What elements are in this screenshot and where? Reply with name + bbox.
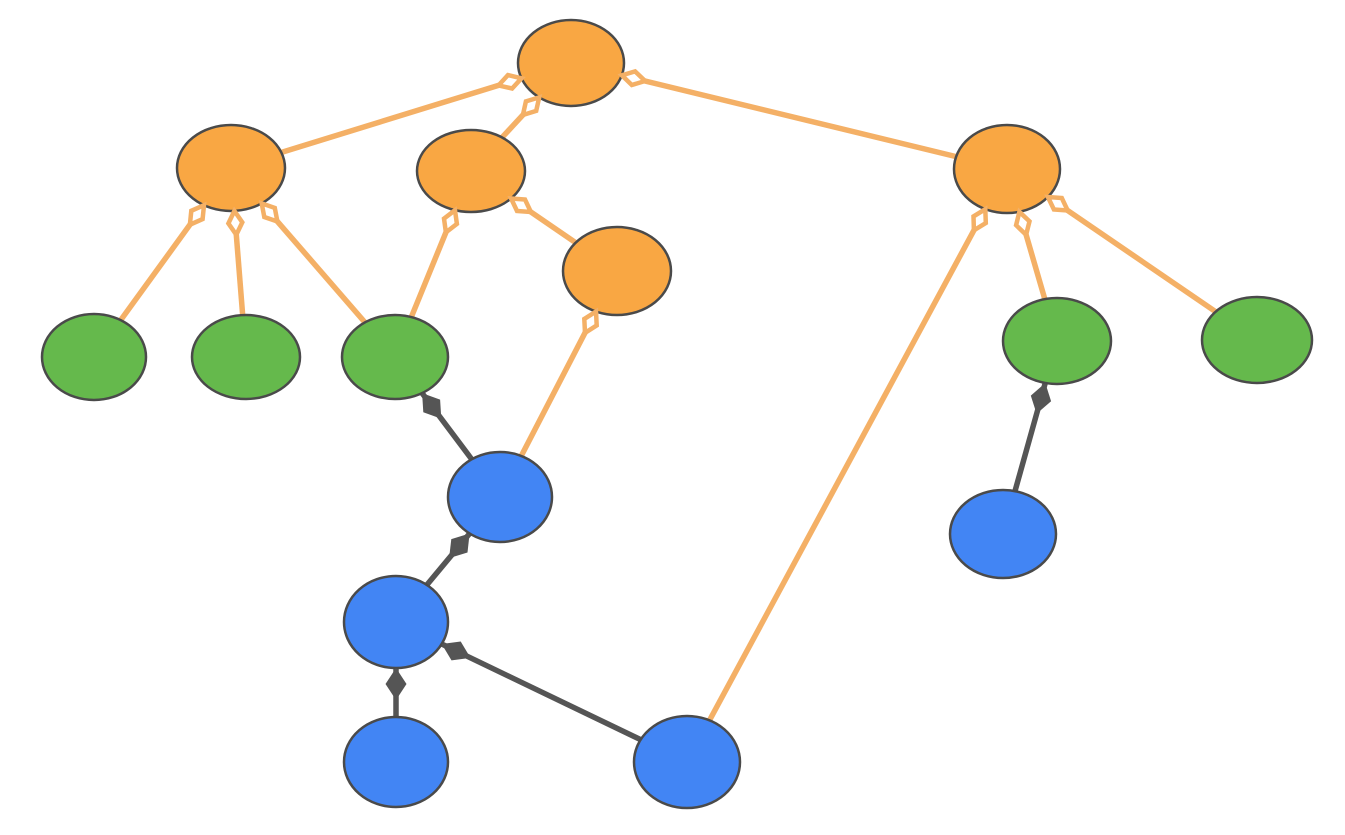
markers-layer bbox=[187, 68, 1072, 700]
graph-node-b1[interactable] bbox=[446, 450, 554, 544]
graph-node-b2[interactable] bbox=[342, 574, 450, 670]
open-diamond-marker-e10 bbox=[971, 205, 989, 235]
graph-node-g2[interactable] bbox=[190, 313, 302, 401]
open-diamond-marker-e5 bbox=[225, 206, 245, 240]
open-diamond-marker-e4 bbox=[187, 201, 207, 229]
filled-diamond-marker-e17 bbox=[1030, 383, 1052, 414]
graph-node-g4[interactable] bbox=[1001, 296, 1113, 386]
graph-node-o2[interactable] bbox=[175, 123, 287, 213]
open-diamond-marker-e6 bbox=[258, 200, 281, 225]
graph-node-b3[interactable] bbox=[342, 715, 450, 809]
graph-node-b5[interactable] bbox=[948, 488, 1058, 580]
open-diamond-marker-e9 bbox=[581, 307, 600, 337]
open-diamond-marker-e7 bbox=[441, 206, 460, 237]
graph-edge-e10[interactable] bbox=[684, 167, 1010, 764]
graph-node-g1[interactable] bbox=[40, 312, 148, 402]
graph-node-b4[interactable] bbox=[632, 714, 742, 810]
open-diamond-marker-e3 bbox=[617, 68, 650, 88]
filled-diamond-marker-e16 bbox=[441, 641, 471, 661]
graph-node-g5[interactable] bbox=[1200, 295, 1314, 385]
graph-node-o4[interactable] bbox=[561, 225, 673, 317]
open-diamond-marker-e11 bbox=[1013, 207, 1033, 240]
open-diamond-marker-e12 bbox=[1044, 194, 1072, 214]
filled-diamond-marker-e15 bbox=[385, 668, 407, 700]
graph-node-o1[interactable] bbox=[516, 18, 626, 108]
nodes-layer bbox=[40, 18, 1314, 810]
graph-node-o5[interactable] bbox=[952, 123, 1062, 215]
filled-diamond-marker-e14 bbox=[449, 533, 470, 559]
open-diamond-marker-e2 bbox=[519, 94, 543, 119]
graph-node-g3[interactable] bbox=[340, 313, 450, 401]
open-diamond-marker-e8 bbox=[507, 195, 535, 215]
filled-diamond-marker-e13 bbox=[422, 393, 442, 419]
graph-node-o3[interactable] bbox=[415, 128, 527, 214]
open-diamond-marker-e1 bbox=[494, 72, 526, 91]
